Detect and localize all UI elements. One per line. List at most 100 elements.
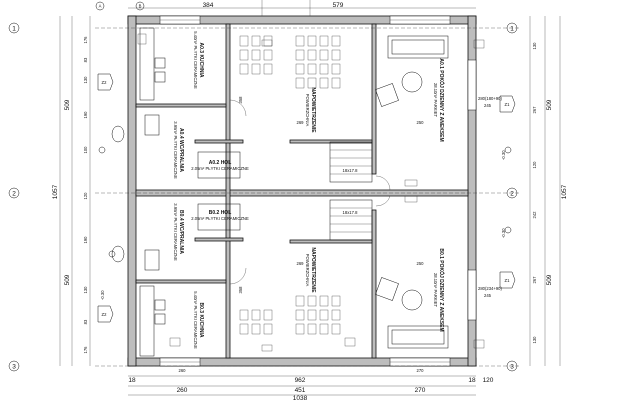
dim-left-s1: 176 (83, 36, 88, 44)
dim-left-s8: 130 (83, 286, 88, 294)
axis-markers: 1 2 3 1 2 3 A B (8, 1, 518, 372)
tag-z1-bot: Z1 (505, 278, 511, 283)
dim-left-s2: 83 (83, 57, 88, 62)
room-bath-bot-area: 3.95m² PŁYTKI CERAMICZNE (173, 203, 178, 261)
dim-right-inner-2: 509 (546, 274, 553, 285)
dim-int-8: 270 (417, 368, 425, 373)
room-kitchen-top-area: 5.40m² PŁYTKI CERAMICZNE (193, 31, 198, 89)
dim-left-inner-2: 509 (64, 274, 71, 285)
axis-top-b: B (139, 4, 142, 9)
dim-left-s3: 130 (83, 76, 88, 84)
dimension-texts: 384 579 18 962 18 120 260 451 270 1038 1… (52, 2, 568, 400)
furniture (111, 27, 449, 357)
dim-int-4: 358 (238, 286, 243, 294)
room-living-top-area: 28.10m² PARKIET (433, 83, 438, 118)
dim-int-5: 269 (297, 261, 305, 266)
level-top: -0.30 (501, 150, 506, 160)
dim-right-s1: 130 (532, 42, 537, 50)
level-bot: -0.30 (501, 228, 506, 238)
dimension-lines (59, 0, 561, 396)
axis-marker-right-3 (506, 360, 518, 372)
dim-bottom-d: 260 (177, 387, 188, 394)
tag-window-bot-h: 245 (484, 293, 492, 298)
dining-chairs-top (239, 35, 341, 89)
room-bath-bot-label: B0.4 WC/PRALNIA (178, 210, 184, 254)
dim-left-s6: 120 (83, 192, 88, 200)
stairs-bot-note: 18x17.8 (343, 210, 359, 215)
dim-right-s2: 267 (532, 106, 537, 114)
room-hall-bot-area: 2.05m² PŁYTKI CERAMICZNE (191, 216, 249, 221)
axis-marker-left-1 (8, 22, 20, 34)
room-stair-bot-area: POWIERZCHNIA (305, 254, 310, 287)
axis-right-3: 3 (510, 364, 514, 371)
room-hall-top-area: 2.05m² PŁYTKI CERAMICZNE (191, 166, 249, 171)
room-living-bot-label: B0.1 POKÓJ DZIENNY Z ANEKSEM (438, 248, 446, 331)
exterior-walls (127, 15, 477, 367)
tag-z1-top: Z1 (505, 102, 511, 107)
dim-int-6: 250 (417, 261, 425, 266)
dim-left-s10: 176 (83, 346, 88, 354)
axis-right-2: 2 (510, 191, 514, 198)
dim-bottom-a: 18 (128, 377, 136, 384)
axis-marker-right-2 (506, 187, 518, 199)
room-kitchen-top-label: A0.3 KUCHNIA (198, 42, 204, 77)
room-bath-top-area: 3.95m² PŁYTKI CERAMICZNE (173, 121, 178, 179)
tag-window-top: 280(180+90) (478, 96, 502, 101)
room-labels: A0.3 KUCHNIA 5.40m² PŁYTKI CERAMICZNE A0… (173, 31, 446, 349)
axis-marker-right-1 (506, 22, 518, 34)
dim-bottom-extra: 120 (483, 377, 494, 384)
stairs-bottom (329, 199, 373, 241)
dim-int-7: 260 (179, 368, 187, 373)
tag-window-bot: 280(234+90) (478, 286, 502, 291)
dim-right-s6: 130 (532, 336, 537, 344)
room-bath-top-label: A0.4 WC/PRALNIA (178, 128, 184, 172)
tag-z2-top: Z2 (102, 80, 108, 85)
axis-left-3: 3 (12, 364, 16, 371)
room-kitchen-bot-area: 5.40m² PŁYTKI CERAMICZNE (193, 291, 198, 349)
level-left: -0.30 (100, 290, 105, 300)
dim-top-2: 579 (333, 2, 344, 9)
axis-left-2: 2 (12, 191, 16, 198)
dim-bottom-total: 1038 (293, 395, 308, 400)
axis-marker-left-2 (8, 187, 20, 199)
dining-chairs-bottom (239, 295, 341, 335)
stairs-top-note: 18x17.8 (343, 168, 359, 173)
room-living-top-label: A0.1 POKÓJ DZIENNY Z ANEKSEM (438, 58, 446, 141)
annotation-tags: Z2 Z2 Z1 Z1 280(180+90) 245 280(234+90) … (97, 33, 516, 352)
dim-bottom-f: 270 (415, 387, 426, 394)
dim-left-total: 1057 (52, 184, 59, 199)
room-living-bot-area: 28.10m² PARKIET (433, 273, 438, 308)
dim-right-s3: 120 (532, 161, 537, 169)
dim-right-total: 1057 (561, 184, 568, 199)
axis-marker-left-3 (8, 360, 20, 372)
stairs-top (329, 141, 373, 183)
dim-int-3: 250 (417, 120, 425, 125)
dim-bottom-e: 451 (295, 387, 306, 394)
room-kitchen-bot-label: B0.3 KUCHNIA (198, 302, 204, 337)
dim-int-2: 269 (297, 120, 305, 125)
dim-left-inner-1: 509 (64, 99, 71, 110)
dim-right-inner-1: 509 (546, 99, 553, 110)
dim-bottom-c: 18 (468, 377, 476, 384)
axis-right-1: 1 (510, 26, 514, 33)
dim-left-s4: 190 (83, 111, 88, 119)
dim-int-1: 358 (238, 96, 243, 104)
room-hall-bot-label: B0.2 HOL (209, 210, 232, 216)
dim-right-s4: 242 (532, 211, 537, 219)
room-hall-top-label: A0.2 HOL (209, 160, 232, 166)
room-stair-top-area: POWIERZCHNIA (305, 94, 310, 127)
room-stair-bot-label: NAPOWIETRZENIE (310, 247, 316, 293)
axis-left-1: 1 (12, 26, 16, 33)
dim-left-s5: 100 (83, 146, 88, 154)
dim-top-1: 384 (203, 2, 214, 9)
dim-right-s5: 267 (532, 276, 537, 284)
room-stair-top-label: NAPOWIETRZENIE (310, 87, 316, 133)
tag-window-top-h: 245 (484, 103, 492, 108)
tag-z2-bot: Z2 (102, 312, 108, 317)
dim-bottom-b: 962 (295, 377, 306, 384)
dim-left-s9: 83 (83, 319, 88, 324)
section-markers (98, 146, 512, 258)
dim-left-s7: 190 (83, 236, 88, 244)
axis-top-a: A (99, 4, 102, 9)
